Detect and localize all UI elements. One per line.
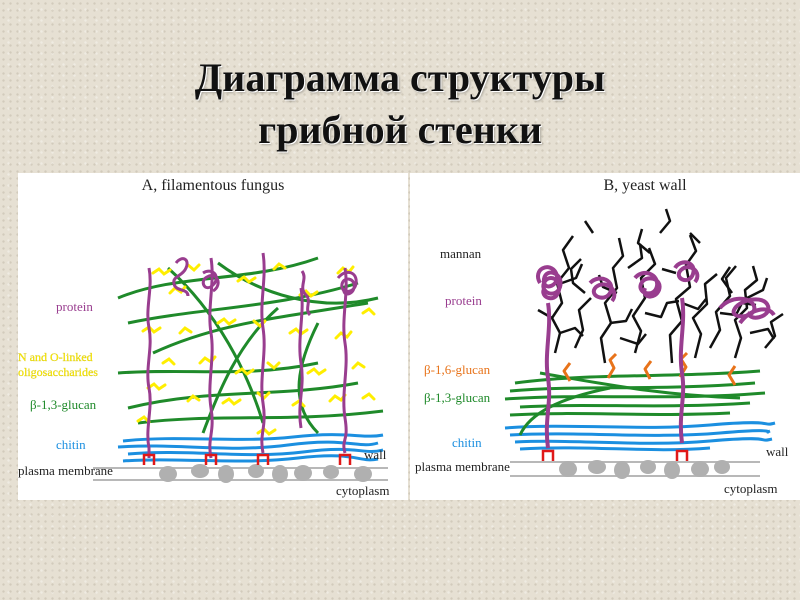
title-line-1: Диаграмма структуры — [194, 55, 606, 100]
wall-label-b: wall — [766, 444, 789, 459]
filamentous-fungus-diagram: A, filamentous fungus — [18, 173, 408, 500]
protein-label-b: protein — [445, 293, 482, 308]
plasma-membrane-a — [93, 464, 388, 483]
cytoplasm-label-a: cytoplasm — [336, 483, 389, 498]
chitin-fibers-a — [117, 433, 384, 463]
membrane-anchors-b — [541, 449, 689, 461]
wall-label-a: wall — [364, 447, 387, 462]
proteins-b — [536, 260, 776, 449]
yeast-wall-diagram: B, yeast wall — [410, 173, 800, 500]
oligosaccharides-label-a-line1: N and O-linked — [18, 350, 93, 364]
plasma-membrane-label-a: plasma membrane — [18, 463, 113, 478]
glucan-13-fibers-b — [504, 369, 766, 436]
proteins-a — [146, 252, 358, 459]
glucan-16-links-b — [562, 351, 737, 386]
yeast-wall-svg: B, yeast wall — [415, 177, 789, 496]
title-line-2: грибной стенки — [258, 107, 542, 152]
panel-a-heading: A, filamentous fungus — [142, 177, 285, 194]
chitin-label-a: chitin — [56, 437, 86, 452]
glucan-fibers-a — [117, 256, 384, 435]
plasma-membrane-b — [510, 460, 760, 479]
oligosaccharides-label-a-line2: oligosaccharides — [18, 365, 98, 379]
filamentous-fungus-svg: A, filamentous fungus — [18, 177, 389, 498]
panel-b-heading: B, yeast wall — [603, 177, 687, 194]
plasma-membrane-label-b: plasma membrane — [415, 459, 510, 474]
glucan-13-label-a: β-1,3-glucan — [30, 397, 97, 412]
chitin-label-b: chitin — [452, 435, 482, 450]
mannan-chains-b — [537, 208, 784, 364]
glucan-16-label-b: β-1,6-glucan — [424, 362, 491, 377]
cytoplasm-label-b: cytoplasm — [724, 481, 777, 496]
membrane-anchors-a — [142, 453, 352, 465]
protein-label-a: protein — [56, 299, 93, 314]
glucan-13-label-b: β-1,3-glucan — [424, 390, 491, 405]
chitin-fibers-b — [504, 421, 776, 452]
slide-title: Диаграмма структуры грибной стенки — [0, 52, 800, 156]
mannan-label-b: mannan — [440, 246, 482, 261]
